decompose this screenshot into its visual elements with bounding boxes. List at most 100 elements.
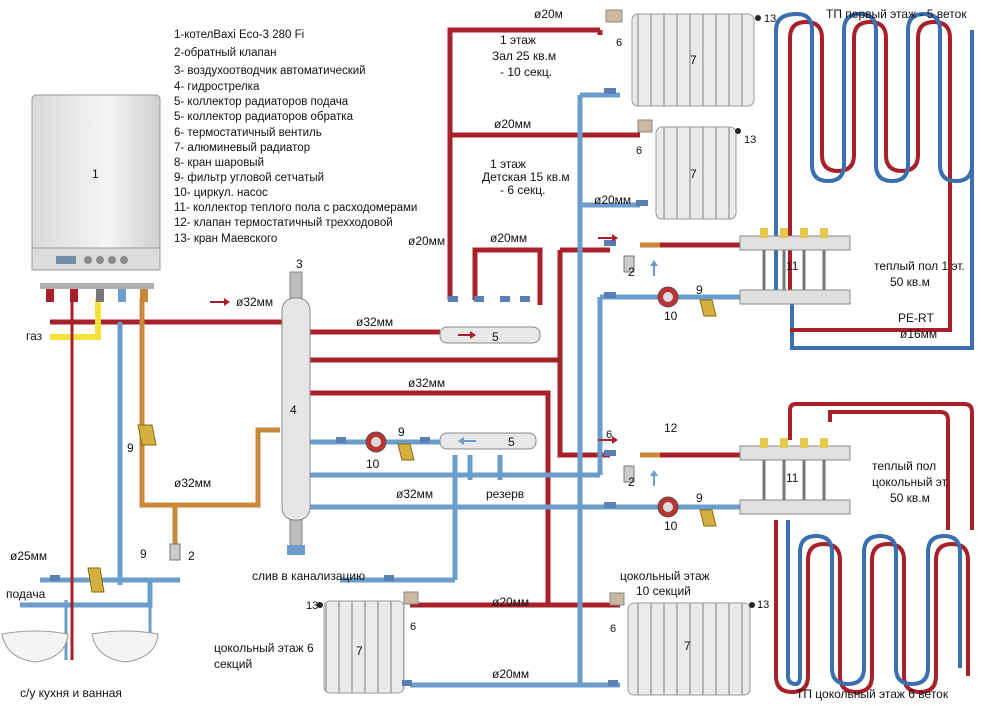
label-d20-left: ø20мм bbox=[408, 234, 445, 248]
radiator-kids: 7 13 6 bbox=[636, 119, 756, 220]
mayevsky-13-b: 13 bbox=[744, 134, 756, 146]
label-d32-c: ø32мм bbox=[408, 376, 445, 390]
legend-2: 2-обратный клапан bbox=[174, 47, 277, 59]
legend-13: 12- клапан термостатичный трехходовой bbox=[174, 217, 393, 229]
radiator-base-left-number: 7 bbox=[356, 644, 363, 658]
hydraulic-separator: 4 bbox=[281, 271, 311, 555]
valve-6-d: 6 bbox=[610, 623, 616, 635]
label-d32-a: ø32мм bbox=[236, 295, 273, 309]
check-valves: 2 2 2 bbox=[169, 255, 635, 563]
legend: 1-котелBaxi Eco-3 280 Fi 2-обратный клап… bbox=[174, 29, 417, 245]
label-gas: газ bbox=[26, 329, 43, 343]
gas-pipe bbox=[50, 298, 101, 340]
three-way-valve-12: 12 bbox=[664, 421, 678, 435]
label-drain: слив в канализацию bbox=[252, 569, 365, 583]
legend-11: 10- циркул. насос bbox=[174, 187, 268, 199]
label-room2-a: 1 этаж bbox=[490, 157, 526, 171]
legend-1: 1-котелBaxi Eco-3 280 Fi bbox=[174, 29, 304, 41]
label-room1-b: Зал 25 кв.м bbox=[492, 49, 556, 63]
return-manifold-number: 5 bbox=[508, 435, 515, 449]
mayevsky-13-c: 13 bbox=[306, 600, 318, 612]
pump-10-a: 10 bbox=[664, 309, 678, 323]
legend-7: 6- термостатичный вентиль bbox=[174, 127, 322, 139]
label-pert: PE-RT bbox=[898, 311, 934, 325]
label-d20-bottom-1: ø20мм bbox=[492, 595, 529, 609]
legend-5: 5- коллектор радиаторов подача bbox=[174, 96, 349, 108]
radiator-hall-number: 7 bbox=[690, 53, 697, 67]
sinks bbox=[1, 630, 159, 663]
return-pipes bbox=[20, 92, 740, 688]
label-tp-base: ТП цокольный этаж 6 веток bbox=[796, 687, 949, 701]
radiator-return-manifold: 5 bbox=[439, 432, 537, 450]
pump-10-b: 10 bbox=[664, 519, 678, 533]
label-d32-e: ø32мм bbox=[396, 487, 433, 501]
label-supply: подача bbox=[6, 587, 46, 601]
check-valve-2-b: 2 bbox=[628, 265, 635, 279]
label-base-right-a: цокольный этаж bbox=[620, 569, 710, 583]
boiler: 1 bbox=[31, 94, 161, 302]
mayevsky-13-d: 13 bbox=[757, 599, 769, 611]
supply-pipes bbox=[50, 27, 740, 608]
label-room1-a: 1 этаж bbox=[500, 33, 536, 47]
legend-4: 4- гидрострелка bbox=[174, 81, 260, 93]
label-base-right-b: 10 секций bbox=[636, 584, 691, 598]
legend-8: 7- алюминевый радиатор bbox=[174, 142, 310, 154]
filters bbox=[87, 299, 717, 593]
filter-9-a: 9 bbox=[696, 283, 703, 297]
boiler-number: 1 bbox=[92, 167, 99, 181]
separator-number: 4 bbox=[290, 403, 297, 417]
legend-3: 3- воздухоотводчик автоматический bbox=[174, 65, 366, 77]
filter-9-c: 9 bbox=[398, 425, 405, 439]
pipe-labels: ø32мм ø32мм ø32мм ø32мм ø32мм ø25мм ø20м… bbox=[10, 7, 937, 681]
label-tp-first-area-a: теплый пол 1 эт. bbox=[874, 259, 965, 273]
floor-heating-loops-base bbox=[774, 402, 974, 695]
legend-10: 9- фильтр угловой сетчатый bbox=[174, 172, 324, 184]
floor-manifold-base-number: 11 bbox=[786, 471, 799, 485]
label-base-left-b: секций bbox=[214, 657, 252, 671]
radiator-base-right: 7 13 6 bbox=[609, 592, 769, 696]
label-d25: ø25мм bbox=[10, 549, 47, 563]
label-d20-bottom-2: ø20мм bbox=[492, 667, 529, 681]
valve-6-b: 6 bbox=[636, 145, 642, 157]
radiator-base-left: 7 13 6 bbox=[306, 591, 419, 694]
label-d20-top: ø20м bbox=[534, 7, 563, 21]
label-tp-first-area-b: 50 кв.м bbox=[890, 275, 930, 289]
legend-6: 5- коллектор радиаторов обратка bbox=[174, 111, 354, 123]
label-tp-base-area-c: 50 кв.м bbox=[890, 491, 930, 505]
label-room2-c: - 6 секц. bbox=[500, 183, 545, 197]
filter-9-e: 9 bbox=[140, 547, 147, 561]
label-d20-b: ø20мм bbox=[494, 117, 531, 131]
flow-arrows bbox=[210, 234, 658, 486]
label-reserve: резерв bbox=[486, 487, 524, 501]
valve-6-c: 6 bbox=[410, 621, 416, 633]
pump-10-c: 10 bbox=[366, 457, 380, 471]
mayevsky-13-a: 13 bbox=[764, 13, 776, 25]
label-d16: ø16мм bbox=[900, 327, 937, 341]
radiator-kids-number: 7 bbox=[690, 167, 697, 181]
check-valve-2-c: 2 bbox=[628, 475, 635, 489]
pumps: 10 10 10 bbox=[365, 286, 679, 533]
label-d32-b: ø32мм bbox=[356, 315, 393, 329]
air-vent-3: 3 bbox=[296, 257, 303, 271]
radiator-hall: 7 13 6 bbox=[605, 9, 776, 107]
ball-valves bbox=[50, 88, 648, 686]
label-d20-d: ø20мм bbox=[490, 231, 527, 245]
supply-manifold-number: 5 bbox=[492, 330, 499, 344]
label-room1-c: - 10 секц. bbox=[500, 65, 552, 79]
filter-9-b: 9 bbox=[696, 491, 703, 505]
floor-manifold-first: 11 bbox=[739, 228, 851, 305]
radiator-base-right-number: 7 bbox=[684, 639, 691, 653]
area-labels: газ подача с/у кухня и ванная 1 этаж Зал… bbox=[6, 7, 967, 701]
floor-manifold-first-number: 11 bbox=[786, 259, 799, 273]
filter-9-d: 9 bbox=[127, 441, 134, 455]
legend-12: 11- коллектор теплого пола с расходомера… bbox=[174, 202, 417, 214]
legend-9: 8- кран шаровый bbox=[174, 157, 264, 169]
label-d32-d: ø32мм bbox=[174, 476, 211, 490]
label-tp-first: ТП первый этаж - 5 веток bbox=[826, 7, 967, 21]
legend-14: 13- кран Маевского bbox=[174, 233, 277, 245]
valve-6-a: 6 bbox=[616, 37, 622, 49]
label-sink: с/у кухня и ванная bbox=[20, 686, 122, 700]
label-tp-base-area-a: теплый пол bbox=[872, 459, 936, 473]
